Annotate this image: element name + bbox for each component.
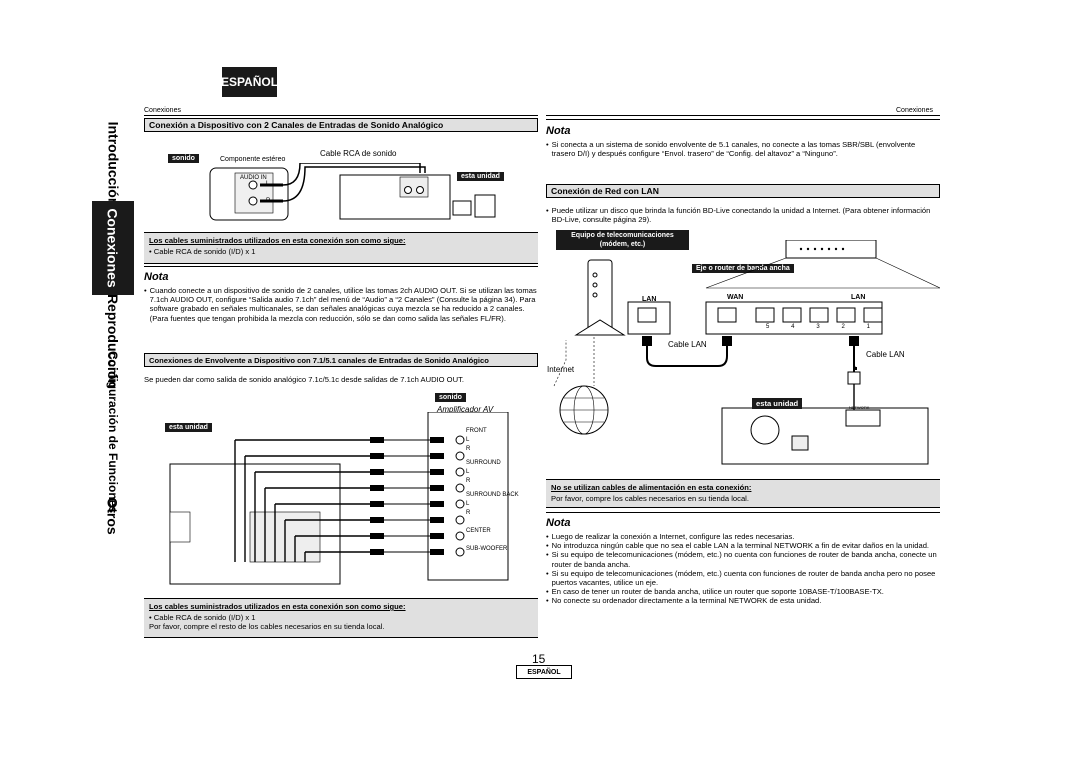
section2-text: Se pueden dar como salida de sonido anal… [144,375,464,384]
sonido-tag-1: sonido [168,154,199,163]
lan-text: Puede utilizar un disco que brinda la fu… [551,206,931,225]
nota-bottom-item: Luego de realizar la conexión a Internet… [551,532,795,541]
section2-title: Conexiones de Envolvente a Dispositivo c… [144,353,538,367]
cable-lan-label-1: Cable LAN [668,340,707,349]
header-rule-left [144,115,538,116]
nota-top-text: Si conecta a un sistema de sonido envolv… [551,140,916,159]
header-right: Conexiones [896,107,933,114]
cables-box-2-note: Por favor, compre el resto de los cables… [149,622,385,631]
stereo-connection-diagram [209,163,496,221]
esta-unidad-tag-3: esta unidad [752,398,803,409]
audio-in-label: AUDIO IN [240,175,267,181]
sonido-tag-2: sonido [435,393,466,402]
cables-box-1: Los cables suministrados utilizados en e… [144,232,538,264]
nota-bottom-item: Si su equipo de telecomunicaciones (móde… [551,550,937,569]
cables-box-1-title: Los cables suministrados utilizados en e… [149,236,406,245]
nota-1-text: Cuando conecte a un dispositivo de sonid… [149,286,537,323]
nota-bottom-item: No conecte su ordenador directamente a l… [551,596,822,606]
no-power-box: No se utilizan cables de alimentación en… [546,479,940,508]
lan-diagram [553,240,940,465]
lan-left-label: LAN [642,296,657,303]
tab-introduccion[interactable]: Introducción [105,121,121,207]
wan-label: WAN [727,294,744,301]
language-badge: ESPAÑOL [221,67,278,97]
nota-bottom-item: En caso de tener un router de banda anch… [551,587,884,597]
cables-box-2: Los cables suministrados utilizados en e… [144,598,538,638]
cable-rca-label: Cable RCA de sonido [320,149,397,158]
tab-otros[interactable]: Otros [105,497,121,535]
cables-box-2-item: • Cable RCA de sonido (I/D) x 1 [149,613,256,622]
nota-bottom-item: Si su equipo de telecomunicaciones (móde… [551,568,936,588]
cable-lan-label-2: Cable LAN [866,350,905,359]
nota-1-title: Nota [144,271,169,283]
internet-label: Internet [547,365,575,374]
amp-label: Amplificador AV [437,405,494,414]
nota-bottom: Nota Luego de realizar la conexión a Int… [546,512,940,606]
r-label: R [266,198,271,204]
header-rule-right [546,115,940,116]
esta-unidad-tag-1: esta unidad [457,172,504,181]
tab-configuracion[interactable]: Configuración de Funciones [106,350,121,514]
no-power-title: No se utilizan cables de alimentación en… [551,483,752,492]
lan-right-label: LAN [851,294,866,301]
componente-label: Componente estéreo [220,156,286,163]
network-label: NETWORK [849,405,870,410]
nota-top: Nota Si conecta a un sistema de sonido e… [546,119,940,158]
amp-channel-labels: FRONT L R SURROUND L R SURROUND BACK L R… [466,428,519,552]
tab-conexiones[interactable]: Conexiones [92,201,134,295]
cables-box-1-item: • Cable RCA de sonido (I/D) x 1 [149,247,256,256]
surround-connection-diagram [169,412,509,585]
nota-1: Nota Cuando conecte a un dispositivo de … [144,266,538,323]
header-left: Conexiones [144,107,181,114]
footer-language-badge: ESPAÑOL [516,665,572,679]
nota-bottom-title: Nota [546,517,571,529]
router-tag: Eje o router de banda ancha [692,264,794,273]
equipo-tag: Equipo de telecomunicaciones (módem, etc… [556,230,689,250]
no-power-text: Por favor, compre los cables necesarios … [551,494,749,503]
page-number: 15 [532,652,546,666]
esta-unidad-tag-2: esta unidad [165,423,212,432]
lan-title: Conexión de Red con LAN [546,184,940,198]
l-label: L [266,181,270,187]
nota-top-title: Nota [546,125,571,137]
nota-bottom-item: No introduzca ningún cable que no sea el… [551,541,930,551]
cables-box-2-title: Los cables suministrados utilizados en e… [149,602,406,611]
section1-title: Conexión a Dispositivo con 2 Canales de … [144,118,538,132]
